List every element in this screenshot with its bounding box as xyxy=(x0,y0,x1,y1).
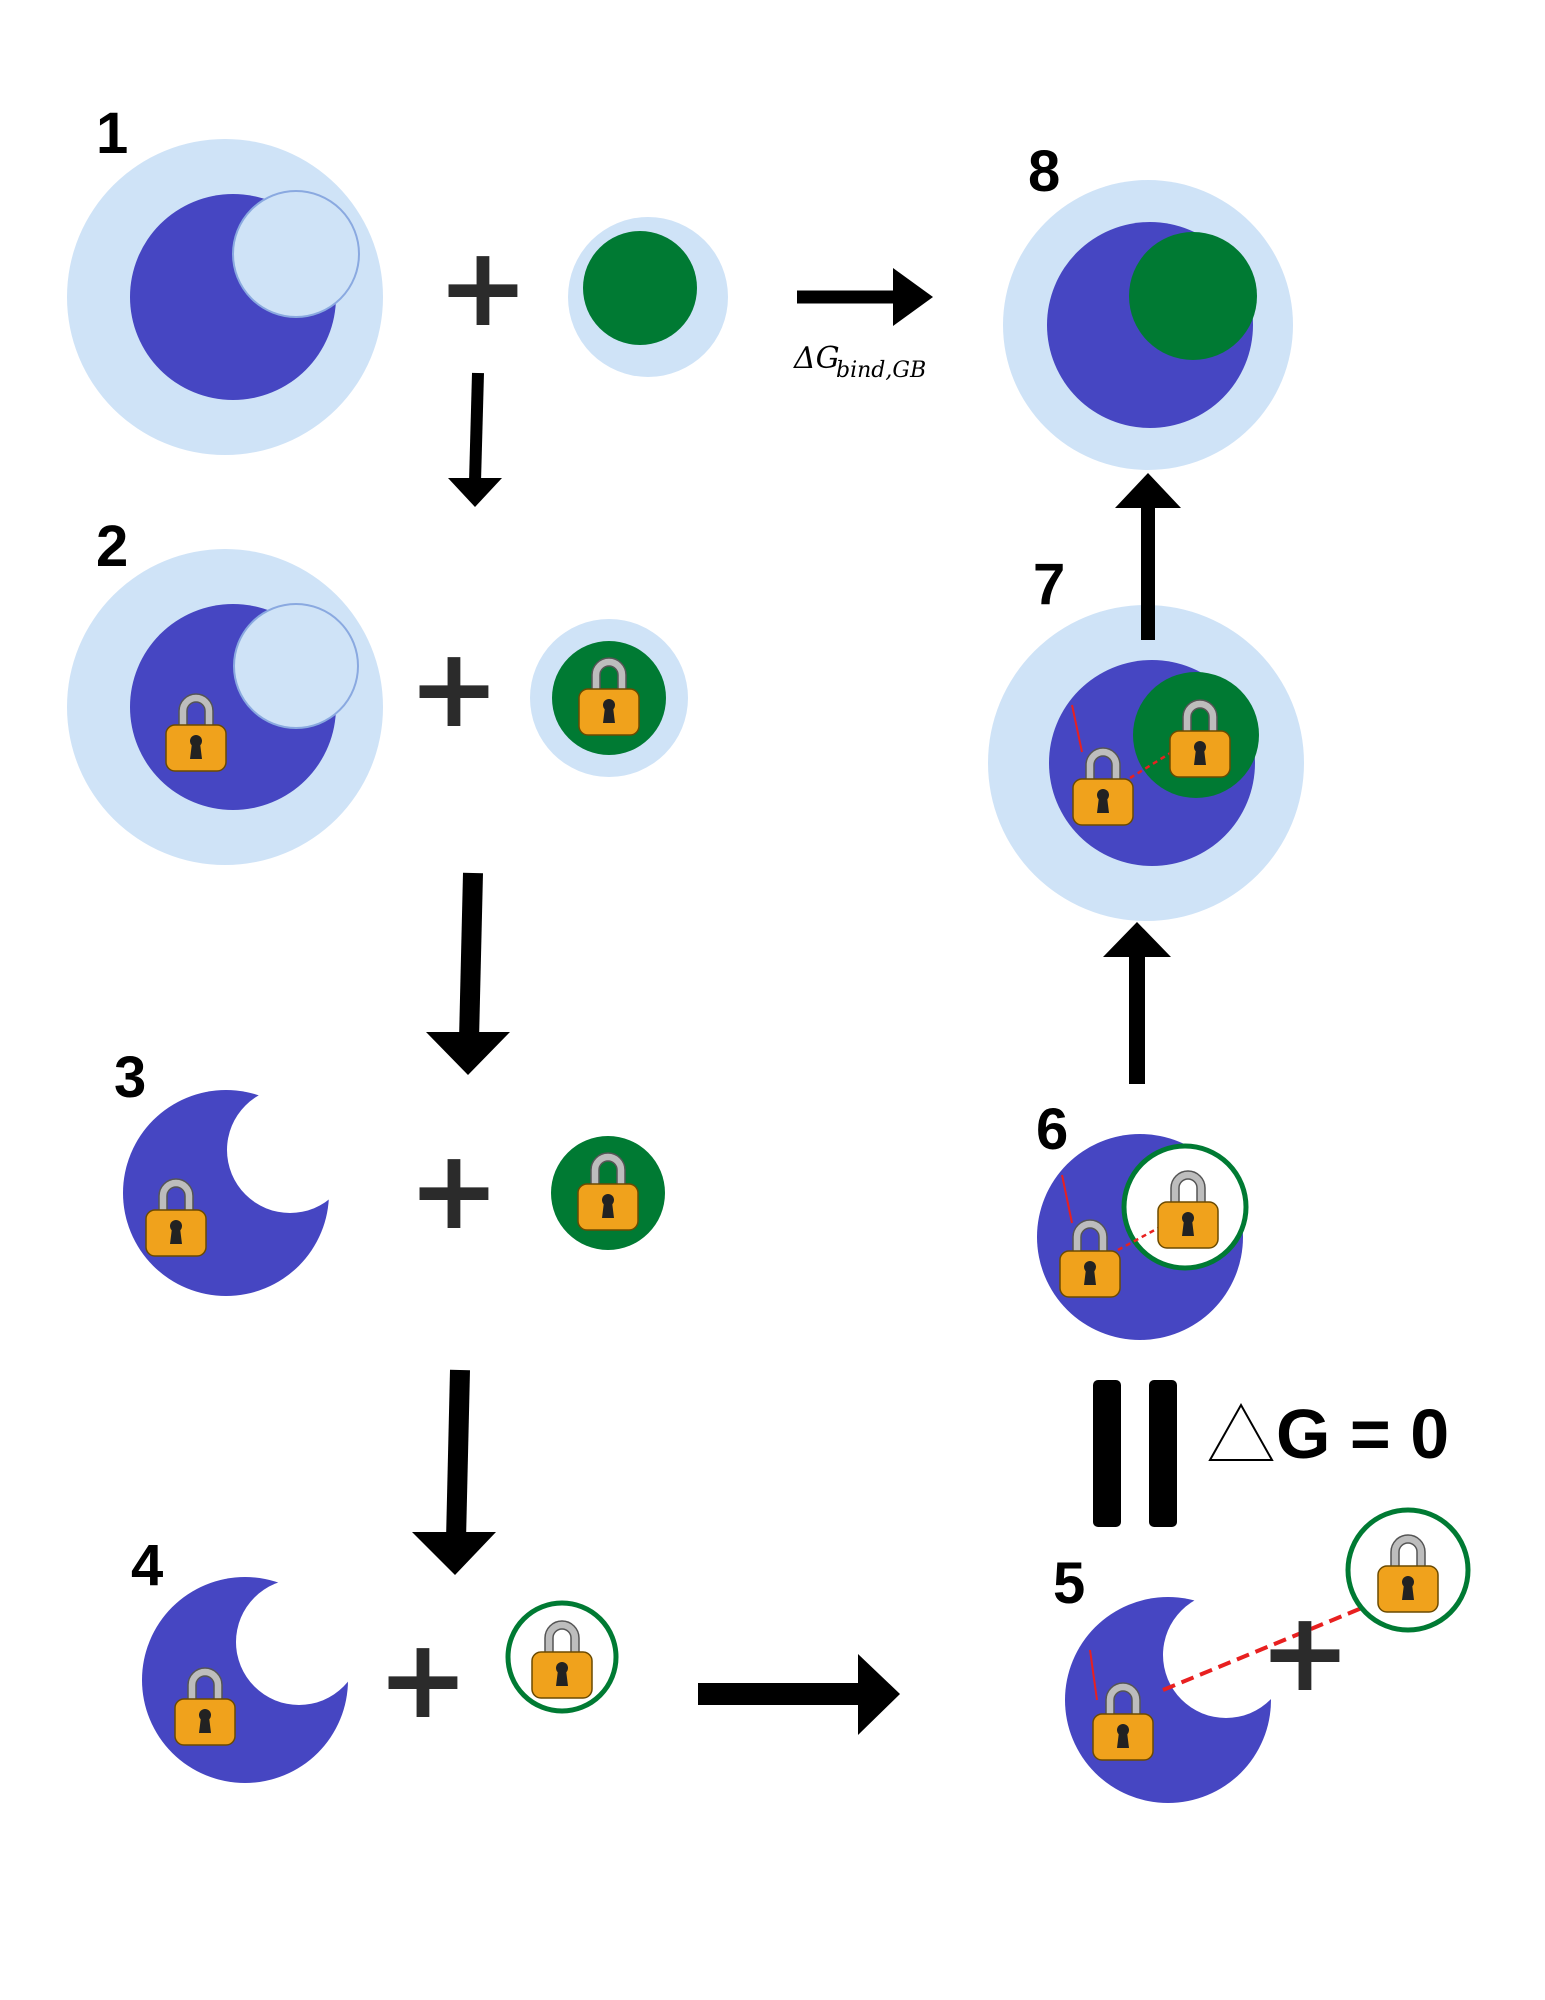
arrow-head xyxy=(412,1532,496,1575)
restraint-line xyxy=(1071,704,1083,753)
equality-marker: G = 0 xyxy=(1093,1380,1449,1527)
arrow-head xyxy=(893,268,933,326)
binding-energy-delta: ΔG xyxy=(793,341,840,376)
plus-4: + xyxy=(377,1615,469,1743)
plus-sign: + xyxy=(377,1615,469,1743)
ligand xyxy=(583,231,697,345)
decoupled-ligand-4 xyxy=(505,1600,619,1714)
step-label-6: 6 xyxy=(1036,1097,1068,1162)
step-label-1: 1 xyxy=(96,101,128,166)
equals-bars-icon xyxy=(1149,1380,1177,1527)
binding-energy-subscript: bind,GB xyxy=(836,358,926,383)
plus-sign: + xyxy=(1259,1588,1351,1716)
plus-1: + xyxy=(437,223,529,351)
triangle-icon xyxy=(1208,1402,1274,1461)
arrow-head xyxy=(858,1654,900,1735)
step-3: 3 xyxy=(114,1045,353,1296)
step-7: 7 xyxy=(988,552,1304,921)
binding-pocket xyxy=(227,1087,353,1213)
step-5: 5 + xyxy=(1053,1507,1471,1803)
plus-sign: + xyxy=(408,624,500,752)
arrow-4-to-5 xyxy=(698,1654,900,1735)
bound-ligand xyxy=(1129,232,1257,360)
step-1: 1 xyxy=(67,101,383,455)
step-label-2: 2 xyxy=(96,514,128,579)
step-label-7: 7 xyxy=(1033,552,1065,617)
binding-pocket xyxy=(236,1579,362,1705)
arrow-icon xyxy=(459,872,483,1041)
arrow-7-to-8 xyxy=(1115,473,1181,640)
arrow-head xyxy=(1103,922,1171,957)
arrow-head xyxy=(1115,473,1181,508)
step-2: 2 xyxy=(67,514,383,865)
step-label-3: 3 xyxy=(114,1045,146,1110)
plus-3: + xyxy=(408,1126,500,1254)
restraint-line xyxy=(1061,1174,1073,1224)
binding-pocket xyxy=(233,603,359,729)
plus-sign: + xyxy=(437,223,529,351)
plus-sign: + xyxy=(408,1126,500,1254)
arrow-1-to-2 xyxy=(448,372,502,507)
equality-text: G = 0 xyxy=(1276,1395,1449,1473)
binding-arrow: ΔG bind,GB xyxy=(793,268,933,383)
step-6: 6 xyxy=(1036,1097,1249,1340)
arrow-icon xyxy=(469,372,484,483)
plus-2: + xyxy=(408,624,500,752)
step-label-5: 5 xyxy=(1053,1551,1085,1616)
restraint-line xyxy=(1162,1596,1387,1692)
arrow-head xyxy=(426,1032,510,1075)
step-8: 8 xyxy=(1003,139,1293,470)
restraint-line xyxy=(1089,1649,1098,1701)
solvated-ligand-2 xyxy=(530,619,688,777)
arrow-6-to-7 xyxy=(1103,922,1171,1084)
step-4: 4 xyxy=(131,1533,362,1783)
binding-pocket xyxy=(232,190,360,318)
ligand-3 xyxy=(551,1136,665,1250)
arrow-3-to-4 xyxy=(412,1369,496,1575)
binding-pocket xyxy=(1163,1592,1289,1718)
step-label-8: 8 xyxy=(1028,139,1060,204)
arrow-head xyxy=(448,478,502,507)
arrow-2-to-3 xyxy=(426,872,510,1075)
solvated-ligand-1 xyxy=(568,217,728,377)
arrow-icon xyxy=(446,1369,470,1541)
step-label-4: 4 xyxy=(131,1533,163,1598)
equals-bars-icon xyxy=(1093,1380,1121,1527)
